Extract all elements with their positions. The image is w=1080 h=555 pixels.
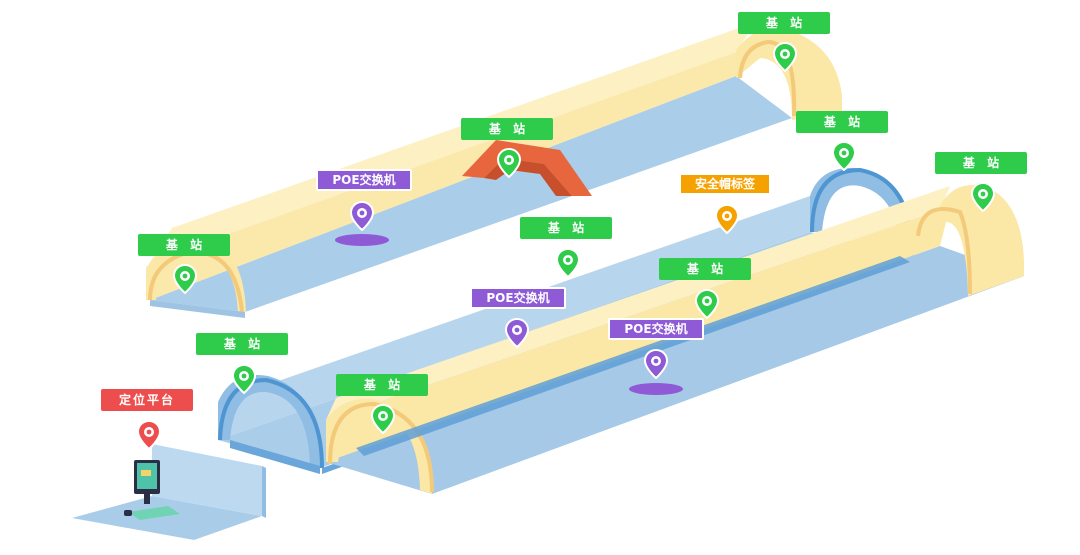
map-pin-icon (371, 404, 395, 434)
map-pin-icon (832, 141, 856, 171)
map-pin-icon (695, 289, 719, 319)
poe-lower-shadow (629, 383, 683, 395)
base-station-label: 基 站 (659, 258, 751, 280)
base-station-label: 基 站 (738, 12, 830, 34)
map-pin-icon (137, 420, 161, 450)
base-station-label: 基 站 (336, 374, 428, 396)
map-pin-icon (773, 42, 797, 72)
base-station-label: 基 站 (461, 118, 553, 140)
map-pin-icon (971, 182, 995, 212)
poe-switch-label: POE交换机 (316, 169, 412, 191)
map-pin-icon (350, 201, 374, 231)
map-pin-icon (556, 248, 580, 278)
base-station-label: 基 站 (796, 111, 888, 133)
poe-switch-label: POE交换机 (608, 318, 704, 340)
map-pin-icon (497, 148, 521, 178)
base-station-label: 基 站 (196, 333, 288, 355)
map-pin-icon (715, 204, 739, 234)
upper-tunnel (146, 22, 842, 318)
map-pin-icon (232, 364, 256, 394)
base-station-label: 基 站 (935, 152, 1027, 174)
base-station-label: 基 站 (138, 234, 230, 256)
map-pin-icon (505, 318, 529, 348)
map-pin-icon (644, 349, 668, 379)
platform-label: 定位平台 (101, 389, 193, 411)
base-station-label: 基 站 (520, 217, 612, 239)
front-tunnel (326, 184, 1024, 494)
poe-switch-label: POE交换机 (470, 287, 566, 309)
poe-upper-shadow (335, 234, 389, 246)
helmet-tag-label: 安全帽标签 (679, 173, 771, 195)
map-pin-icon (173, 264, 197, 294)
platform-room (72, 444, 266, 540)
